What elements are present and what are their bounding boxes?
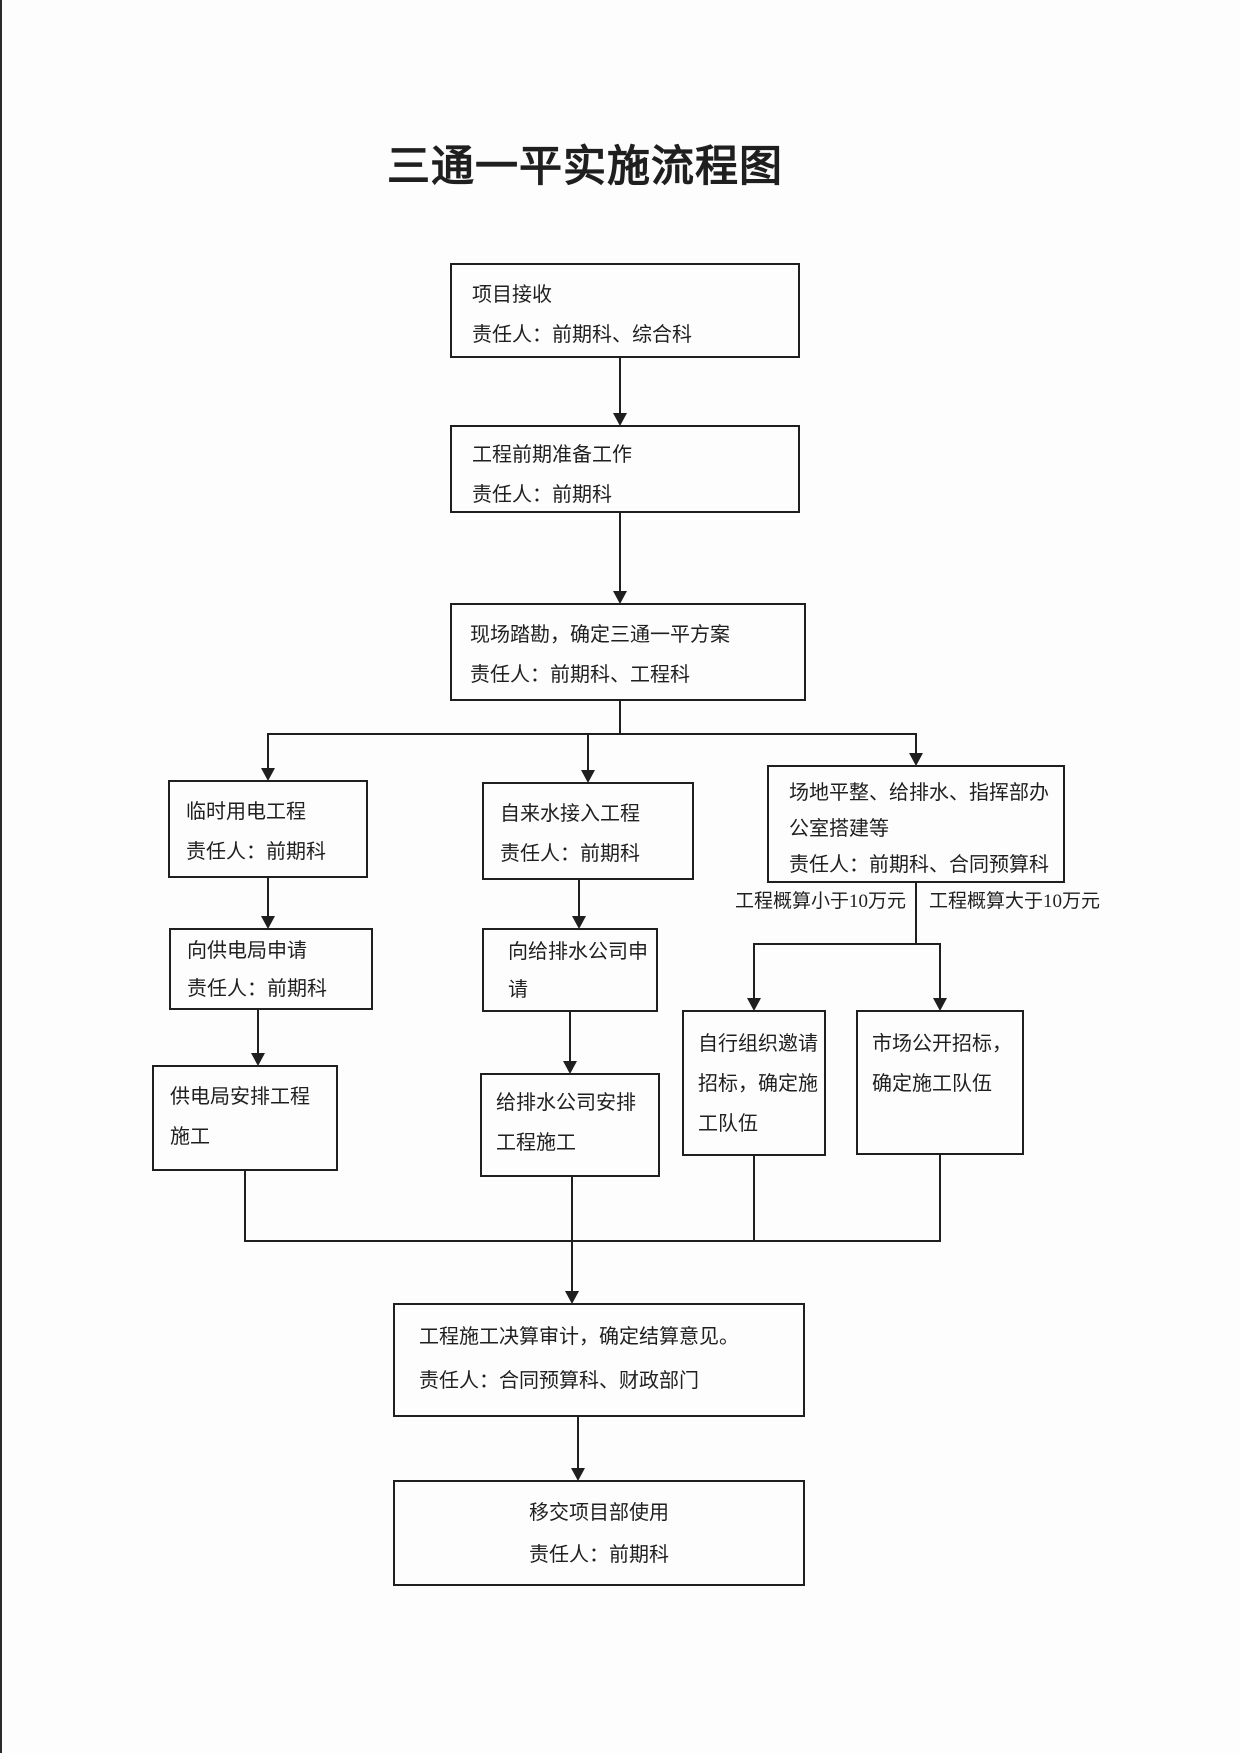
connector-line [571, 1177, 573, 1292]
arrowhead-down-icon [261, 768, 275, 781]
connector-line [619, 513, 621, 593]
flow-node-handover: 移交项目部使用 责任人：前期科 [393, 1480, 805, 1586]
arrowhead-down-icon [261, 916, 275, 929]
node-text: 给排水公司安排工程施工 [496, 1092, 636, 1154]
flow-node-tap-water: 自来水接入工程 责任人：前期科 [482, 782, 694, 880]
flow-node-site-survey: 现场踏勘，确定三通一平方案 责任人：前期科、工程科 [450, 603, 806, 701]
node-text: 责任人：前期科 [186, 841, 326, 863]
node-text: 责任人：前期科、综合科 [472, 324, 692, 346]
node-text: 现场踏勘，确定三通一平方案 [470, 624, 730, 646]
connector-line [267, 733, 917, 735]
connector-line [244, 1171, 246, 1242]
node-text: 工程施工决算审计，确定结算意见。 [419, 1326, 739, 1348]
arrowhead-down-icon [613, 591, 627, 604]
connector-line [915, 883, 917, 944]
node-text: 自来水接入工程 [500, 803, 640, 825]
connector-line [619, 358, 621, 414]
arrowhead-down-icon [933, 998, 947, 1011]
flow-node-apply-water-company: 向给排水公司申请 [482, 928, 658, 1012]
arrowhead-down-icon [909, 753, 923, 766]
flow-node-apply-power-bureau: 向供电局申请 责任人：前期科 [169, 928, 373, 1010]
branch-label-over-100k: 工程概算大于10万元 [929, 891, 1101, 912]
flow-node-temp-power: 临时用电工程 责任人：前期科 [168, 780, 368, 878]
connector-line [753, 943, 941, 945]
node-text: 项目接收 [472, 284, 552, 306]
page-title: 三通一平实施流程图 [387, 143, 783, 191]
connector-line [753, 943, 755, 1000]
connector-line [267, 878, 269, 918]
node-text: 市场公开招标，确定施工队伍 [872, 1033, 1012, 1095]
arrowhead-down-icon [747, 998, 761, 1011]
flow-node-power-bureau-construction: 供电局安排工程施工 [152, 1065, 338, 1171]
connector-line [569, 1012, 571, 1063]
arrowhead-down-icon [581, 770, 595, 783]
arrowhead-down-icon [572, 916, 586, 929]
connector-line [244, 1240, 941, 1242]
node-text: 向给排水公司申请 [508, 941, 648, 1001]
node-text: 责任人：前期科 [529, 1544, 669, 1566]
node-text: 责任人：前期科 [472, 484, 612, 506]
node-text: 责任人：合同预算科、财政部门 [419, 1370, 699, 1392]
connector-line [578, 880, 580, 918]
branch-label-under-100k: 工程概算小于10万元 [734, 891, 906, 912]
connector-line [939, 943, 941, 1000]
flow-node-audit: 工程施工决算审计，确定结算意见。 责任人：合同预算科、财政部门 [393, 1303, 805, 1417]
connector-line [267, 733, 269, 769]
node-text: 场地平整、给排水、指挥部办公室搭建等 [789, 782, 1049, 840]
arrowhead-down-icon [563, 1061, 577, 1074]
flow-node-open-bidding: 市场公开招标，确定施工队伍 [856, 1010, 1024, 1155]
node-text: 工程前期准备工作 [472, 444, 632, 466]
node-text: 移交项目部使用 [529, 1502, 669, 1524]
connector-line [587, 733, 589, 771]
flow-node-invited-bidding: 自行组织邀请招标，确定施工队伍 [682, 1010, 826, 1156]
node-text: 责任人：前期科、合同预算科 [789, 854, 1049, 876]
arrowhead-down-icon [613, 413, 627, 426]
connector-line [619, 701, 621, 734]
node-text: 责任人：前期科 [187, 978, 327, 1000]
flow-node-water-company-construction: 给排水公司安排工程施工 [480, 1073, 660, 1177]
node-text: 向供电局申请 [187, 940, 307, 962]
node-text: 自行组织邀请招标，确定施工队伍 [698, 1033, 818, 1135]
flow-node-preparation: 工程前期准备工作 责任人：前期科 [450, 425, 800, 513]
connector-line [939, 1155, 941, 1242]
scan-edge-artifact [0, 0, 2, 1753]
flow-node-project-receive: 项目接收 责任人：前期科、综合科 [450, 263, 800, 358]
arrowhead-down-icon [251, 1053, 265, 1066]
connector-line [753, 1156, 755, 1242]
node-text: 临时用电工程 [186, 801, 306, 823]
arrowhead-down-icon [571, 1468, 585, 1481]
node-text: 责任人：前期科 [500, 843, 640, 865]
connector-line [915, 733, 917, 755]
arrowhead-down-icon [565, 1291, 579, 1304]
connector-line [577, 1417, 579, 1470]
node-text: 责任人：前期科、工程科 [470, 664, 690, 686]
flow-node-site-leveling: 场地平整、给排水、指挥部办公室搭建等 责任人：前期科、合同预算科 [767, 765, 1065, 883]
node-text: 供电局安排工程施工 [170, 1086, 310, 1148]
connector-line [257, 1010, 259, 1055]
